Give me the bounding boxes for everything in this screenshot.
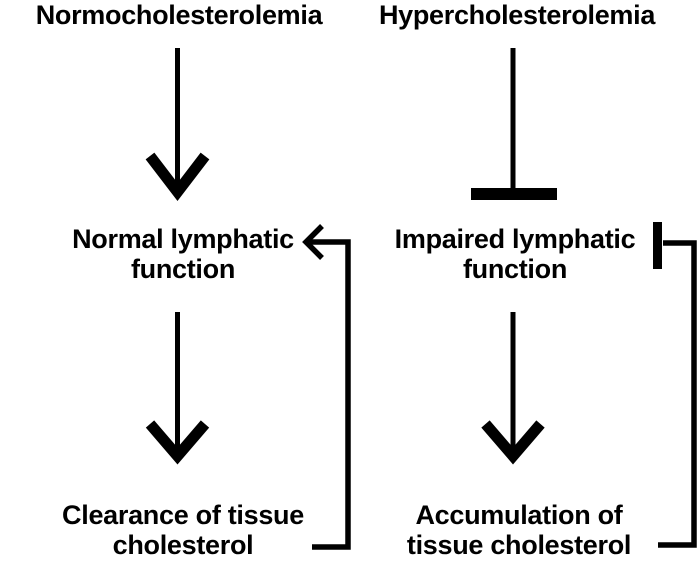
feedback-clearance-to-normal-arrowhead-icon (302, 224, 324, 260)
node-normal-lymphatic-label-line1: Normal lymphatic (72, 224, 294, 254)
node-clearance-label-line2: cholesterol (113, 530, 254, 560)
feedback-accumulation-to-impaired-tbar-icon (653, 222, 662, 269)
feedback-accumulation-to-impaired-line (658, 240, 697, 548)
node-accumulation-label-line1: Accumulation of (415, 500, 623, 530)
arrow-impaired-to-accumulation-arrowhead-icon (481, 420, 545, 465)
node-normal-lymphatic-label-line2: function (131, 254, 235, 284)
node-accumulation-label-line2: tissue cholesterol (407, 530, 631, 560)
arrow-normal-to-clearance-arrowhead-icon (145, 420, 210, 465)
feedback-clearance-to-normal-line (310, 239, 351, 550)
arrow-normo-to-normal-arrowhead-icon (145, 152, 210, 202)
node-normocholesterolemia-label: Normocholesterolemia (36, 0, 324, 30)
inhibition-hyper-to-impaired-tbar-icon (471, 188, 557, 200)
node-hypercholesterolemia-label: Hypercholesterolemia (379, 0, 656, 30)
node-impaired-lymphatic-label-line2: function (463, 254, 567, 284)
node-impaired-lymphatic-label-line1: Impaired lymphatic (395, 224, 636, 254)
node-clearance-label-line1: Clearance of tissue (62, 500, 304, 530)
